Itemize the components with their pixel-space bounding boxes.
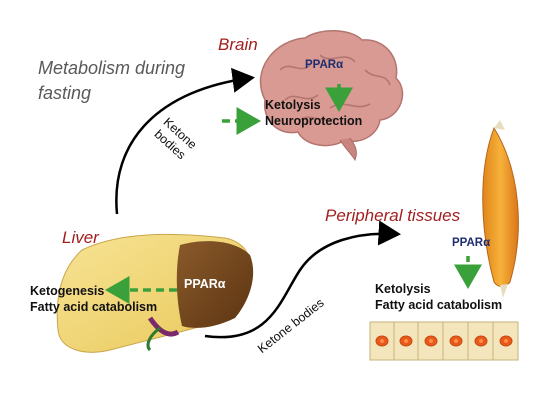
liver-effect-fatty-acid: Fatty acid catabolism [30,300,158,314]
liver-label: Liver [62,228,99,247]
liver-effect-ketogenesis: Ketogenesis [30,284,105,298]
brain-illustration [259,30,404,162]
arrow-liver-to-brain [115,67,255,215]
cell-row-illustration [369,321,519,361]
brain-ppar-label: PPARα [305,59,344,71]
brain-effect-ketolysis: Ketolysis [265,98,321,112]
liver-illustration [56,233,254,353]
arrow-liver-to-peripheral [204,220,401,339]
muscle-illustration [482,120,519,298]
brain-label: Brain [218,35,258,54]
peripheral-effect-fatty-acid: Fatty acid catabolism [375,298,503,312]
peripheral-effect-ketolysis: Ketolysis [375,282,431,296]
brain-effect-neuroprotection: Neuroprotection [265,114,363,128]
diagram-title: Metabolism during fasting [38,58,186,103]
peripheral-ppar-label: PPARα [452,237,491,249]
liver-ppar-label: PPARα [184,277,226,291]
peripheral-label: Peripheral tissues [325,206,461,225]
